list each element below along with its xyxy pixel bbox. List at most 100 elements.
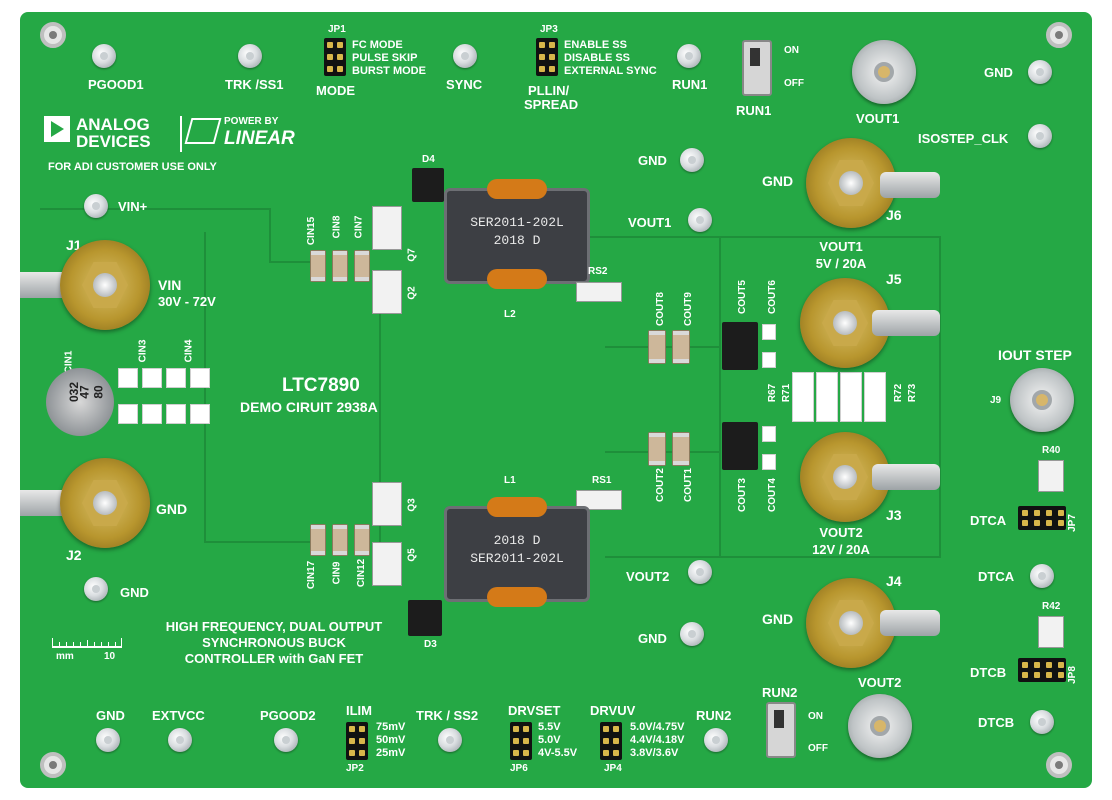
fet-q5 (372, 542, 402, 586)
drvset-opt-2: 5.0V (538, 734, 561, 746)
jumper-jp7[interactable] (1018, 506, 1066, 530)
cap-cin8 (332, 250, 348, 282)
bnc-vout2[interactable] (848, 694, 912, 758)
jumper-jp2[interactable] (346, 722, 368, 760)
diode-d4 (412, 168, 444, 202)
ruler (52, 638, 122, 648)
label-jp2: JP2 (346, 763, 364, 774)
label-pgood2: PGOOD2 (260, 708, 316, 723)
board-desc-2: SYNCHRONOUS BUCK (202, 635, 346, 650)
label-cout5: COUT5 (736, 280, 748, 314)
testpoint-gnd-mid-bottom[interactable] (680, 622, 704, 646)
testpoint-extvcc[interactable] (168, 728, 192, 752)
label-j2: J2 (66, 547, 82, 563)
binding-post-j2[interactable] (60, 458, 150, 548)
testpoint-dtcb[interactable] (1030, 710, 1054, 734)
testpoint-dtca[interactable] (1030, 564, 1054, 588)
adi-logo-icon (44, 116, 70, 142)
label-cin7: CIN7 (353, 215, 365, 239)
jumper-jp1[interactable] (324, 38, 346, 76)
label-vout1-rating-b: 5V / 20A (815, 256, 867, 271)
pad-r73 (864, 372, 886, 422)
label-jp6: JP6 (510, 763, 528, 774)
stud-j5 (872, 310, 940, 336)
board-desc-3: CONTROLLER with GaN FET (184, 651, 364, 666)
label-cin17: CIN17 (306, 560, 318, 590)
testpoint-gnd-bottom[interactable] (96, 728, 120, 752)
label-d4: D4 (422, 154, 435, 165)
label-r42: R42 (1042, 601, 1061, 612)
testpoint-run2[interactable] (704, 728, 728, 752)
switch-run1[interactable] (742, 40, 772, 96)
label-vout1-rating-a: VOUT1 (819, 239, 863, 254)
jumper-jp4[interactable] (600, 722, 622, 760)
pad-r72 (840, 372, 862, 422)
pad-cout6-b (762, 352, 776, 368)
testpoint-pgood2[interactable] (274, 728, 298, 752)
inductor-l1: 2018 D SER2011-202L (444, 497, 590, 607)
label-gnd-j6: GND (762, 173, 794, 189)
fet-q3 (372, 482, 402, 526)
label-spread: SPREAD (524, 97, 579, 112)
bnc-vout1[interactable] (852, 40, 916, 104)
resistor-rs1 (576, 490, 622, 510)
brand-analog: ANALOG (76, 115, 150, 134)
pad-cout4-a (762, 426, 776, 442)
cap-cin17 (310, 524, 326, 556)
testpoint-pgood1[interactable] (92, 44, 116, 68)
cap-cin15 (310, 250, 326, 282)
label-run2-off: OFF (808, 743, 828, 754)
pad-cin4-a (166, 368, 186, 388)
ilim-opt-1: 75mV (376, 721, 406, 733)
cap-cout3 (722, 422, 758, 470)
label-run2-tp: RUN2 (696, 708, 732, 723)
mounting-hole-br (1046, 752, 1072, 778)
spread-opt-1: ENABLE SS (564, 39, 627, 51)
label-dtcb-1: DTCB (970, 665, 1007, 680)
testpoint-trk-ss1[interactable] (238, 44, 262, 68)
label-l1: L1 (504, 475, 516, 486)
jumper-jp8[interactable] (1018, 658, 1066, 682)
label-run1-on: ON (784, 45, 799, 56)
cap-cout2 (648, 432, 666, 466)
label-cout4: COUT4 (766, 478, 778, 512)
label-q3: Q3 (406, 498, 418, 512)
testpoint-gnd-top-right[interactable] (1028, 60, 1052, 84)
spread-opt-2: DISABLE SS (564, 52, 631, 64)
testpoint-gnd-mid-top[interactable] (680, 148, 704, 172)
testpoint-run1[interactable] (677, 44, 701, 68)
electrolytic-cap-cin1: 032 47 80 (46, 368, 114, 436)
testpoint-vin-plus[interactable] (84, 194, 108, 218)
testpoint-vout2[interactable] (688, 560, 712, 584)
mode-opt-3: BURST MODE (352, 65, 426, 77)
drvuv-opt-2: 4.4V/4.18V (630, 734, 685, 746)
binding-post-j1[interactable] (60, 240, 150, 330)
cap-cout9 (672, 330, 690, 364)
label-r40: R40 (1042, 445, 1061, 456)
testpoint-isostep-clk[interactable] (1028, 124, 1052, 148)
mounting-hole-tr (1046, 22, 1072, 48)
label-jp1: JP1 (328, 24, 346, 35)
bnc-iout-step[interactable] (1010, 368, 1074, 432)
fet-q2 (372, 270, 402, 314)
switch-run2[interactable] (766, 702, 796, 758)
binding-post-j6[interactable] (806, 138, 896, 228)
label-gnd-j4: GND (762, 611, 794, 627)
testpoint-gnd-left[interactable] (84, 577, 108, 601)
cap-cin9 (332, 524, 348, 556)
testpoint-vout1[interactable] (688, 208, 712, 232)
testpoint-sync[interactable] (453, 44, 477, 68)
pad-cout6-a (762, 324, 776, 340)
pad-r67 (792, 372, 814, 422)
testpoint-trk-ss2[interactable] (438, 728, 462, 752)
label-l2: L2 (504, 309, 516, 320)
resistor-r40 (1038, 460, 1064, 492)
label-pllin: PLLIN/ (528, 83, 570, 98)
jumper-jp3[interactable] (536, 38, 558, 76)
label-cin12: CIN12 (356, 558, 368, 588)
board-part-number: LTC7890 (282, 375, 360, 396)
label-dtca-2: DTCA (978, 569, 1015, 584)
jumper-jp6[interactable] (510, 722, 532, 760)
cap-cin7 (354, 250, 370, 282)
mode-opt-1: FC MODE (352, 39, 403, 51)
